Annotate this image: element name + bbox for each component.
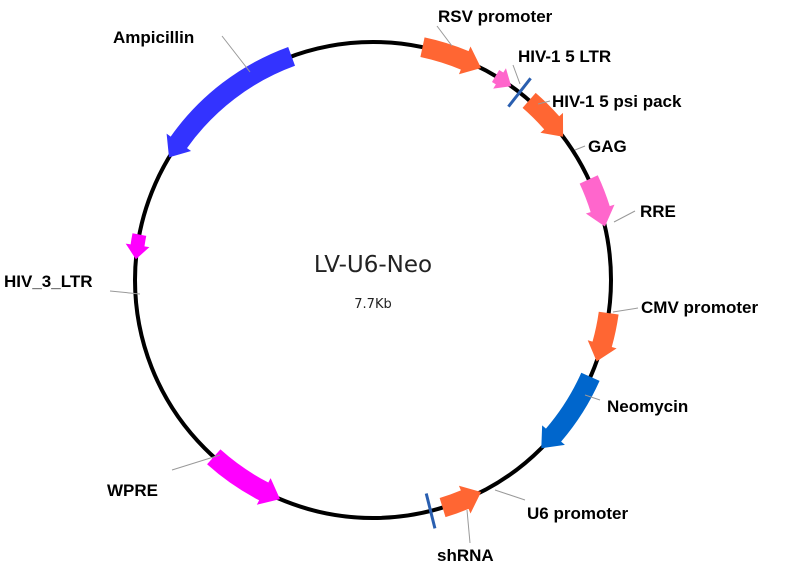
u6-promoter-label: U6 promoter [527,504,628,523]
hiv-1-5-ltr-arrow [491,68,512,89]
wpre-leader [171,454,221,471]
cmv-promoter-arrow [587,311,619,362]
hiv-3-ltr-label: HIV_3_LTR [4,272,93,291]
ampicillin-label: Ampicillin [113,28,194,47]
rsv-promoter-arrow [420,37,482,75]
u6-promoter-leader [494,489,526,501]
psi-pack-leader [537,100,551,105]
rsv-promoter-leader [436,25,453,47]
ampicillin-leader [221,35,251,73]
rre-leader [613,210,636,223]
ampicillin-arrow [166,46,296,158]
hiv-3-ltr-leader [109,290,141,295]
shrna-label: shRNA [437,546,494,565]
neomycin-leader [584,394,601,401]
rre-arrow [579,175,615,227]
psi-pack-site-marker [507,77,532,108]
hiv-1-5-ltr-label: HIV-1 5 LTR [518,47,611,66]
gag-arrow [522,92,564,137]
neomycin-label: Neomycin [607,397,688,416]
psi-pack-label: HIV-1 5 psi pack [552,92,682,111]
rsv-promoter-label: RSV promoter [438,7,553,26]
neomycin-arrow [541,372,600,449]
plasmid-name: LV-U6-Neo [314,252,432,278]
hiv-1-5-ltr-leader [512,64,521,85]
wpre-arrow [207,449,281,505]
cmv-promoter-leader [612,307,639,313]
gag-label: GAG [588,137,627,156]
plasmid-backbone [133,40,613,520]
shrna-site-marker [424,493,437,529]
wpre-label: WPRE [107,481,158,500]
hiv-3-ltr-arrow [125,233,150,260]
u6-promoter-arrow [439,485,482,518]
gag-leader [574,145,586,151]
shrna-leader [466,509,471,544]
plasmid-size: 7.7Kb [354,297,391,312]
rre-label: RRE [640,202,676,221]
cmv-promoter-label: CMV promoter [641,298,759,317]
